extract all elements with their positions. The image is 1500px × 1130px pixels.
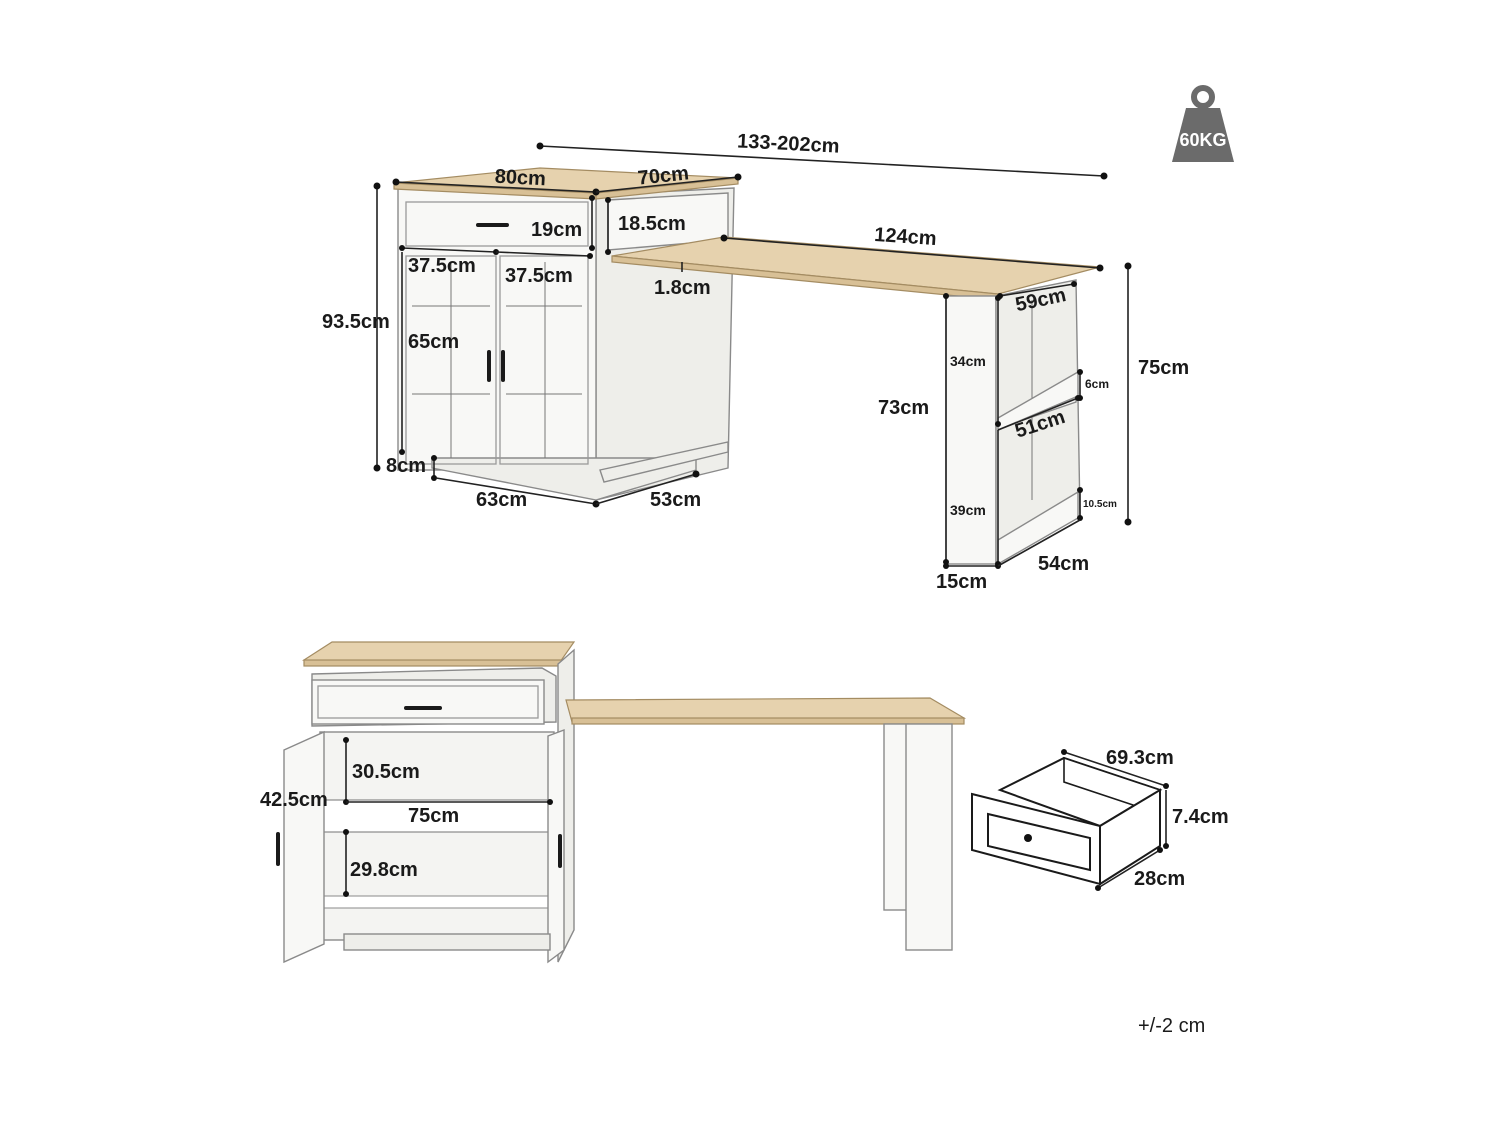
base-depth-label: 53cm: [650, 489, 701, 511]
drawer-detail: 69.3cm 7.4cm 28cm: [971, 747, 1229, 891]
shelf-lip-label: 6cm: [1085, 377, 1109, 391]
drawer-depth-label: 28cm: [1134, 868, 1185, 890]
dimension-lines-bottom: [343, 737, 553, 897]
weight-icon: 60KG: [1172, 85, 1234, 162]
open-desk: [565, 697, 967, 951]
cabinet-depth-label: 70cm: [637, 162, 690, 189]
tolerance-note: +/-2 cm: [1138, 1015, 1205, 1037]
desk-length-label: 124cm: [874, 224, 938, 250]
weight-label: 60KG: [1179, 130, 1226, 150]
upper-compartment-label: 30.5cm: [352, 761, 420, 783]
desk-height-label: 75cm: [1138, 357, 1189, 379]
leg-depth-label: 54cm: [1038, 553, 1089, 575]
lower-compartment-label: 29.8cm: [350, 859, 418, 881]
door-width-left-label: 37.5cm: [408, 255, 476, 277]
door-width-right-label: 37.5cm: [505, 265, 573, 287]
open-cabinet: [276, 641, 576, 964]
lower-shelf-height-label: 39cm: [950, 502, 986, 518]
door-height-label: 65cm: [408, 331, 459, 353]
leg-width-label: 15cm: [936, 571, 987, 593]
dimension-labels-bottom: 30.5cm 42.5cm 75cm 29.8cm: [260, 761, 459, 881]
dimension-lines-top: [373, 142, 1132, 569]
assembled-desk: [611, 236, 1101, 566]
overall-length-label: 133-202cm: [737, 130, 840, 157]
bottom-lip-label: 10.5cm: [1083, 499, 1117, 510]
desk-thickness-label: 1.8cm: [654, 277, 711, 299]
cabinet-width-label: 80cm: [494, 166, 546, 191]
drawer-height-label-detail: 7.4cm: [1172, 806, 1229, 828]
leg-height-label: 73cm: [878, 397, 929, 419]
interior-width-label: 75cm: [408, 805, 459, 827]
assembled-cabinet: [393, 167, 739, 501]
side-drawer-height-label: 18.5cm: [618, 213, 686, 235]
drawer-height-label: 19cm: [531, 219, 582, 241]
interior-height-label: 42.5cm: [260, 789, 328, 811]
plinth-height-label: 8cm: [386, 455, 426, 477]
base-width-label: 63cm: [476, 489, 527, 511]
upper-shelf-height-label: 34cm: [950, 353, 986, 369]
cabinet-height-label: 93.5cm: [322, 311, 390, 333]
drawer-width-label: 69.3cm: [1106, 747, 1174, 769]
